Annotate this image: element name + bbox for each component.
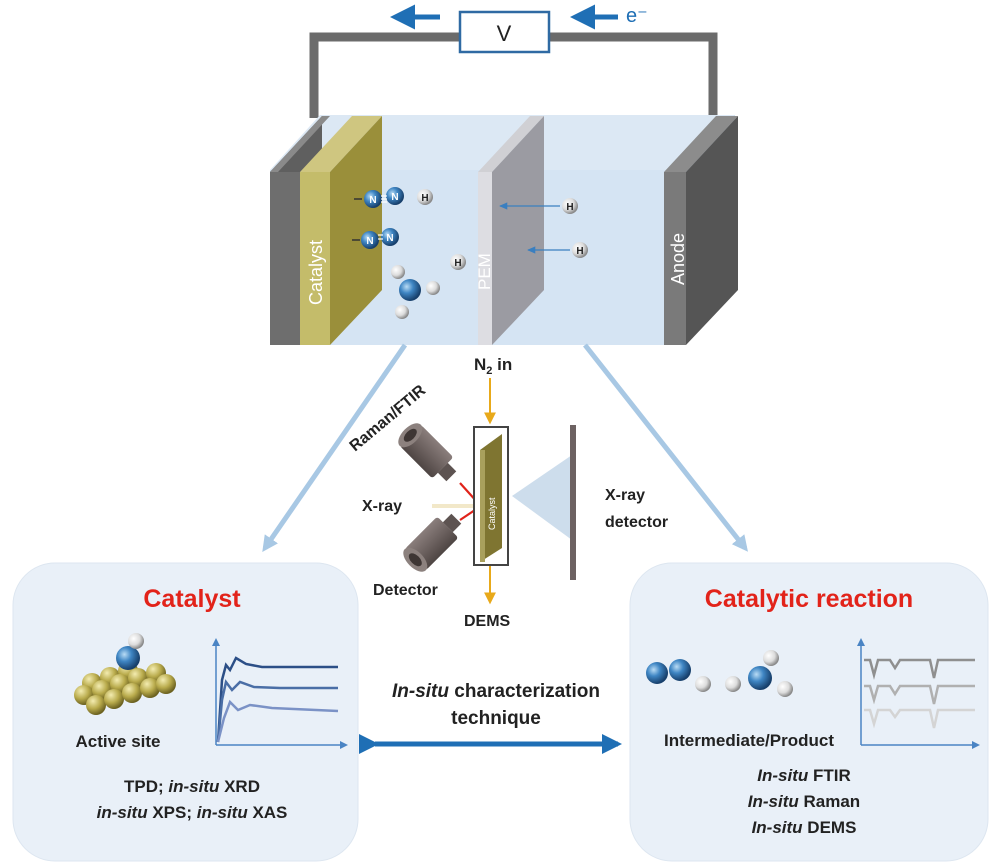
electrolyte-top <box>270 115 735 170</box>
technique-label-line-2: technique <box>451 708 541 729</box>
pem-label: PEM <box>475 253 494 290</box>
intermediate-product-label: Intermediate/Product <box>664 731 834 750</box>
reaction-technique-1: In-situ FTIR <box>757 766 851 785</box>
reaction-spectrum-2 <box>864 684 975 705</box>
catalyst-panel: Catalyst Active site <box>12 562 359 862</box>
n2-in-label: N2 in <box>474 355 512 377</box>
pem-membrane: PEM <box>475 116 544 345</box>
arrow-to-reaction-panel <box>583 343 748 552</box>
proton-free-1: H <box>450 254 466 270</box>
detector-label: Detector <box>373 582 438 599</box>
reaction-spectrum-1 <box>864 658 975 680</box>
arrow-to-catalyst-panel <box>262 343 408 552</box>
svg-text:N: N <box>366 236 373 247</box>
svg-text:H: H <box>566 202 573 213</box>
catalytic-reaction-panel: Catalytic reaction Intermediate/Product … <box>629 562 989 862</box>
ammonia-molecule-in-cell <box>391 265 440 319</box>
catalyst-techniques-line-1: TPD; in-situ XRD <box>124 777 260 796</box>
cathode-catalyst-label: Catalyst <box>306 240 326 305</box>
svg-text:H: H <box>576 246 583 257</box>
adsorbed-n2-molecule-1: N N H <box>354 187 433 208</box>
electrolytic-cell: Catalyst PEM Anode N N H <box>270 115 738 345</box>
sample-catalyst-plate <box>480 434 502 562</box>
catalyst-spectrum-2 <box>216 679 338 743</box>
electron-label: e⁻ <box>626 5 648 27</box>
detector-cylinder <box>403 513 462 572</box>
catalyst-spectrum-1 <box>216 656 338 743</box>
intermediate-molecules-icon <box>646 650 793 697</box>
in-situ-setup: N2 in Raman/FTIR X-ray Detector Catalyst <box>347 355 668 630</box>
reaction-spectrum-3 <box>864 708 975 729</box>
raman-ftir-source-cylinder <box>398 423 457 482</box>
xray-detector-plate <box>570 425 576 580</box>
proton-transfer-arrow-2: H <box>527 242 588 258</box>
diffraction-cone <box>512 455 572 540</box>
external-circuit: V e⁻ <box>309 4 718 118</box>
reaction-panel-title: Catalytic reaction <box>705 585 913 613</box>
adsorbed-n2-molecule-2: N N <box>352 228 399 249</box>
catalyst-techniques-line-2: in-situ XPS; in-situ XAS <box>97 803 288 822</box>
svg-text:N: N <box>386 233 393 244</box>
catalyst-spectra-plot <box>212 638 348 749</box>
sample-catalyst-label: Catalyst <box>487 497 497 530</box>
technique-label-line-1: In-situ characterization <box>392 681 600 702</box>
voltmeter-box <box>458 10 551 54</box>
catalyst-layer: Catalyst <box>300 116 382 345</box>
anode-label: Anode <box>668 233 688 285</box>
reaction-technique-3: In-situ DEMS <box>752 818 857 837</box>
catalyst-spectrum-3 <box>216 699 339 743</box>
proton-transfer-arrow-1: H <box>499 198 578 214</box>
svg-text:H: H <box>421 193 428 204</box>
catalyst-panel-title: Catalyst <box>143 585 241 613</box>
xray-detector-label-2: detector <box>605 514 668 531</box>
svg-text:N: N <box>391 192 398 203</box>
svg-text:H: H <box>454 258 461 269</box>
voltmeter-label: V <box>497 21 512 46</box>
active-site-cluster-icon <box>74 633 176 715</box>
svg-text:N: N <box>369 195 376 206</box>
reaction-technique-2: In-situ Raman <box>748 792 860 811</box>
active-site-label: Active site <box>75 732 160 751</box>
reaction-spectra-plot <box>857 638 980 749</box>
xray-detector-label-1: X-ray <box>605 487 645 504</box>
xray-source-label: X-ray <box>362 498 402 515</box>
anode-electrode: Anode <box>664 116 738 345</box>
dems-label: DEMS <box>464 613 511 630</box>
